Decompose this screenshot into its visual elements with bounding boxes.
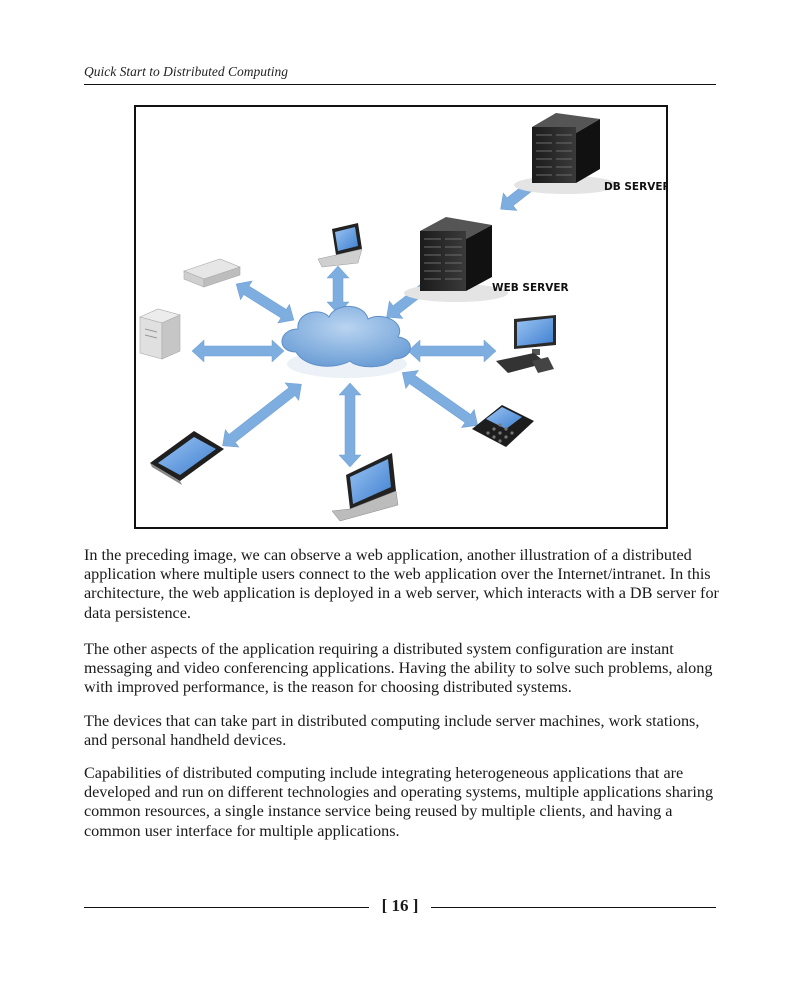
network-box-icon <box>183 258 241 288</box>
smartphone-icon <box>150 431 224 485</box>
page-footer: [ 16 ] <box>84 896 716 920</box>
desktop-tower-icon <box>139 308 181 360</box>
paragraph-3: The devices that can take part in distri… <box>84 712 700 750</box>
cloud-icon <box>281 305 411 378</box>
laptop-bottom-icon <box>331 453 399 522</box>
web-server-label: WEB SERVER <box>492 282 569 294</box>
network-diagram-figure: DB SERVER WEB SERVER <box>134 105 668 529</box>
paragraph-4: Capabilities of distributed computing in… <box>84 764 714 840</box>
arrow-to-smartphone <box>222 382 302 448</box>
blackberry-phone-icon <box>472 405 534 447</box>
footer-rule-left <box>84 907 369 908</box>
running-header: Quick Start to Distributed Computing <box>84 64 716 85</box>
page-number: [ 16 ] <box>381 896 419 915</box>
arrow-to-desktop-tower <box>191 339 285 363</box>
laptop-top-icon <box>317 223 363 268</box>
arrow-to-bottom-laptop <box>338 382 362 468</box>
arrow-to-small-device <box>235 280 295 324</box>
paragraph-2: The other aspects of the application req… <box>84 640 713 697</box>
paragraph-1: In the preceding image, we can observe a… <box>84 546 719 622</box>
web-server-rack-icon <box>404 217 508 302</box>
arrow-to-monitor <box>407 339 497 363</box>
network-diagram: DB SERVER WEB SERVER <box>139 113 666 522</box>
footer-rule-right <box>431 907 716 908</box>
db-server-rack-icon <box>514 113 618 194</box>
arrow-to-blackberry <box>402 370 478 428</box>
db-server-label: DB SERVER <box>604 181 666 193</box>
desktop-monitor-icon <box>496 315 556 373</box>
